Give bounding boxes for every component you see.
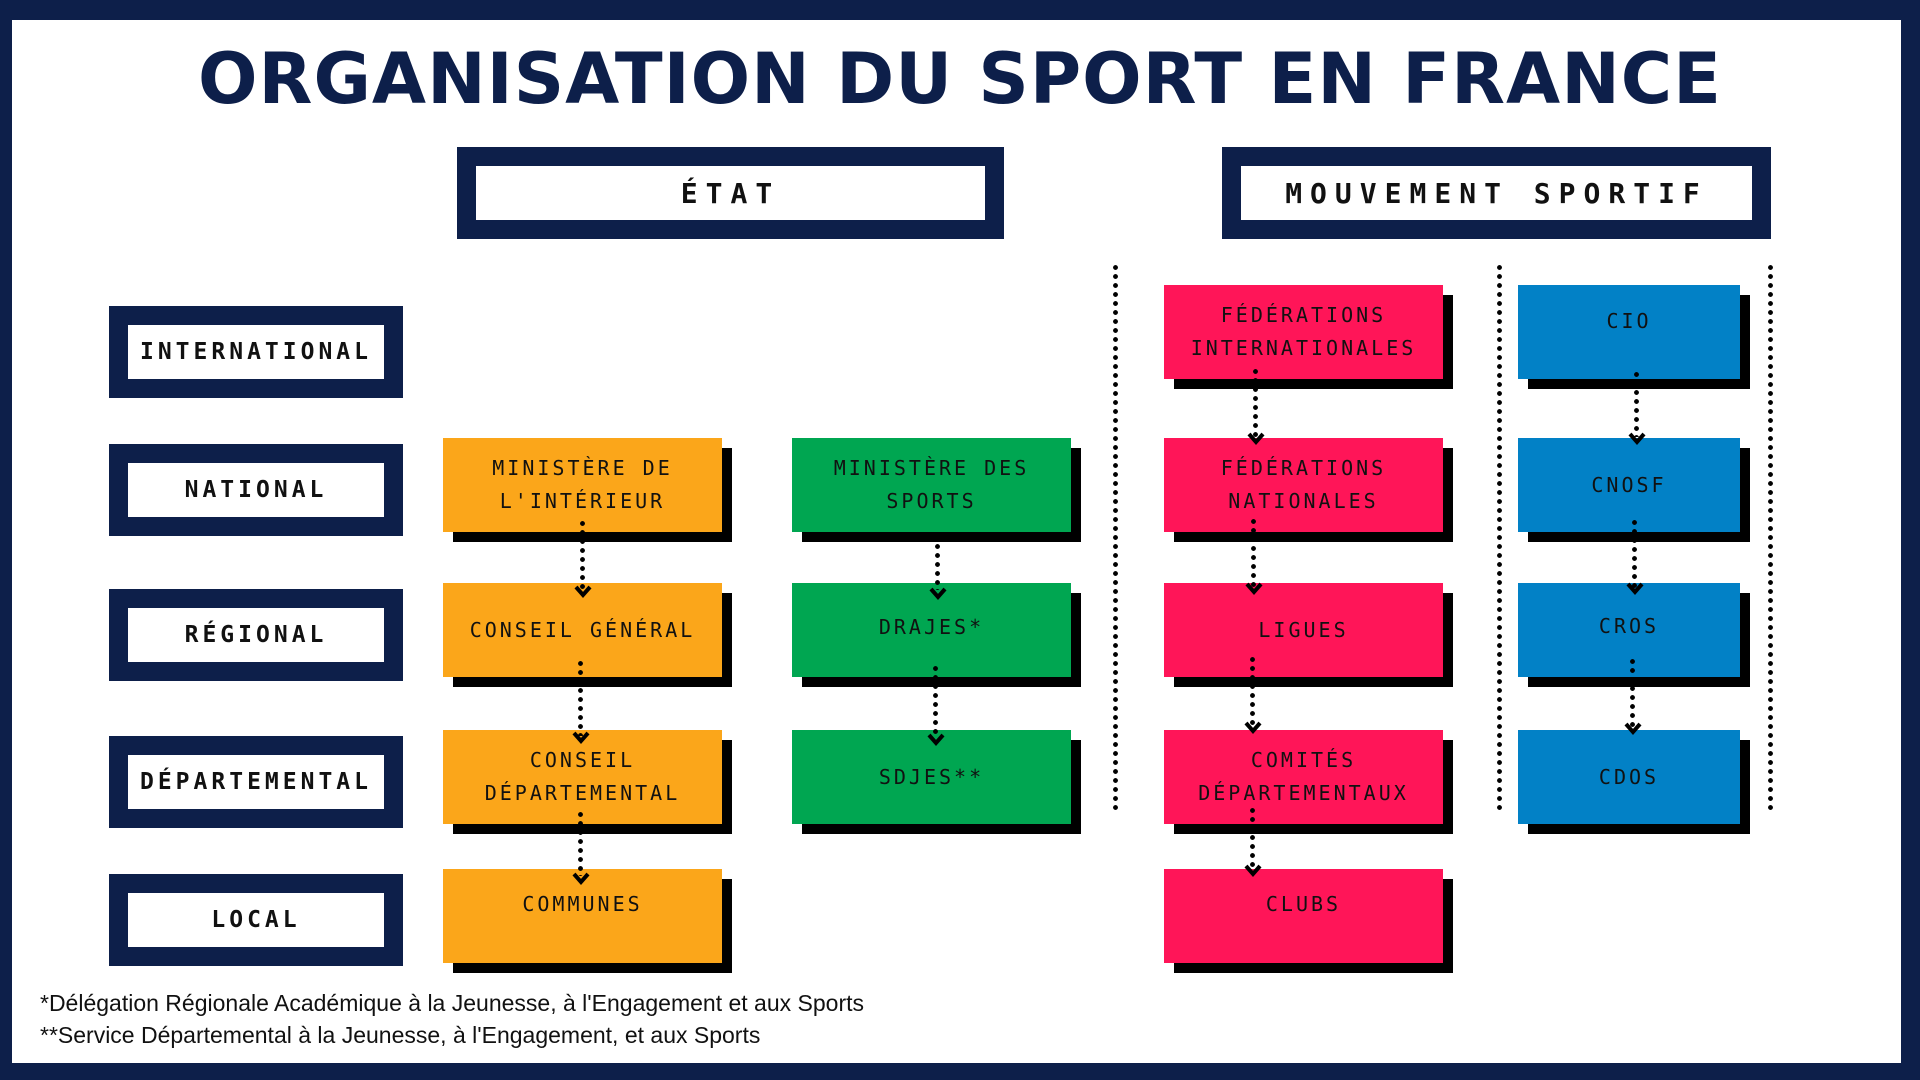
- connector-dots: [1250, 655, 1255, 725]
- node-sdjes: SDJES**: [792, 730, 1071, 824]
- level-departemental: DÉPARTEMENTAL: [109, 736, 403, 828]
- arrow-down-icon: [1626, 582, 1644, 596]
- level-label: DÉPARTEMENTAL: [128, 755, 384, 809]
- node-clubs: CLUBS: [1164, 869, 1443, 963]
- connector-dots: [1632, 518, 1637, 588]
- node-ministere-sports: MINISTÈRE DES SPORTS: [792, 438, 1071, 532]
- node-federations-internationales: FÉDÉRATIONS INTERNATIONALES: [1164, 285, 1443, 379]
- arrow-down-icon: [574, 585, 592, 599]
- node-cdos: CDOS: [1518, 730, 1740, 824]
- header-mouvement-sportif: MOUVEMENT SPORTIF: [1222, 147, 1771, 239]
- arrow-down-icon: [1244, 721, 1262, 735]
- node-federations-nationales: FÉDÉRATIONS NATIONALES: [1164, 438, 1443, 532]
- arrow-down-icon: [1245, 582, 1263, 596]
- node-ligues: LIGUES: [1164, 583, 1443, 677]
- node-cros: CROS: [1518, 583, 1740, 677]
- arrow-down-icon: [1624, 722, 1642, 736]
- node-ministere-interieur: MINISTÈRE DE L'INTÉRIEUR: [443, 438, 722, 532]
- connector-dots: [1634, 370, 1639, 437]
- level-label: INTERNATIONAL: [128, 325, 384, 379]
- arrow-down-icon: [927, 733, 945, 747]
- node-comites-departementaux: COMITÉS DÉPARTEMENTAUX: [1164, 730, 1443, 824]
- arrow-down-icon: [1247, 432, 1265, 446]
- connector-dots: [933, 664, 938, 736]
- node-drajes: DRAJES*: [792, 583, 1071, 677]
- node-communes: COMMUNES: [443, 869, 722, 963]
- connector-dots: [578, 659, 583, 736]
- node-cio: CIO: [1518, 285, 1740, 379]
- arrow-down-icon: [572, 731, 590, 745]
- level-label: NATIONAL: [128, 463, 384, 517]
- separator-dotted-line: [1113, 263, 1118, 811]
- arrow-down-icon: [1628, 432, 1646, 446]
- header-mouvement-label: MOUVEMENT SPORTIF: [1241, 166, 1752, 220]
- connector-dots: [580, 519, 585, 590]
- connector-dots: [1251, 517, 1256, 587]
- arrow-down-icon: [929, 587, 947, 601]
- arrow-down-icon: [572, 872, 590, 886]
- level-international: INTERNATIONAL: [109, 306, 403, 398]
- node-conseil-departemental: CONSEIL DÉPARTEMENTAL: [443, 730, 722, 824]
- connector-dots: [935, 533, 940, 590]
- footnote-sdjes: **Service Départemental à la Jeunesse, à…: [40, 1022, 761, 1048]
- header-etat-label: ÉTAT: [476, 166, 985, 220]
- connector-dots: [1630, 657, 1635, 729]
- connector-dots: [578, 810, 583, 876]
- node-conseil-general: CONSEIL GÉNÉRAL: [443, 583, 722, 677]
- header-etat: ÉTAT: [457, 147, 1004, 239]
- page-title: ORGANISATION DU SPORT EN FRANCE: [198, 38, 1722, 120]
- arrow-down-icon: [1244, 864, 1262, 878]
- connector-dots: [1253, 367, 1258, 437]
- node-cnosf: CNOSF: [1518, 438, 1740, 532]
- level-national: NATIONAL: [109, 444, 403, 536]
- separator-dotted-line: [1768, 263, 1773, 811]
- separator-dotted-line: [1497, 263, 1502, 811]
- level-local: LOCAL: [109, 874, 403, 966]
- connector-dots: [1250, 806, 1255, 870]
- level-regional: RÉGIONAL: [109, 589, 403, 681]
- level-label: RÉGIONAL: [128, 608, 384, 662]
- footnote-drajes: *Délégation Régionale Académique à la Je…: [40, 990, 864, 1016]
- level-label: LOCAL: [128, 893, 384, 947]
